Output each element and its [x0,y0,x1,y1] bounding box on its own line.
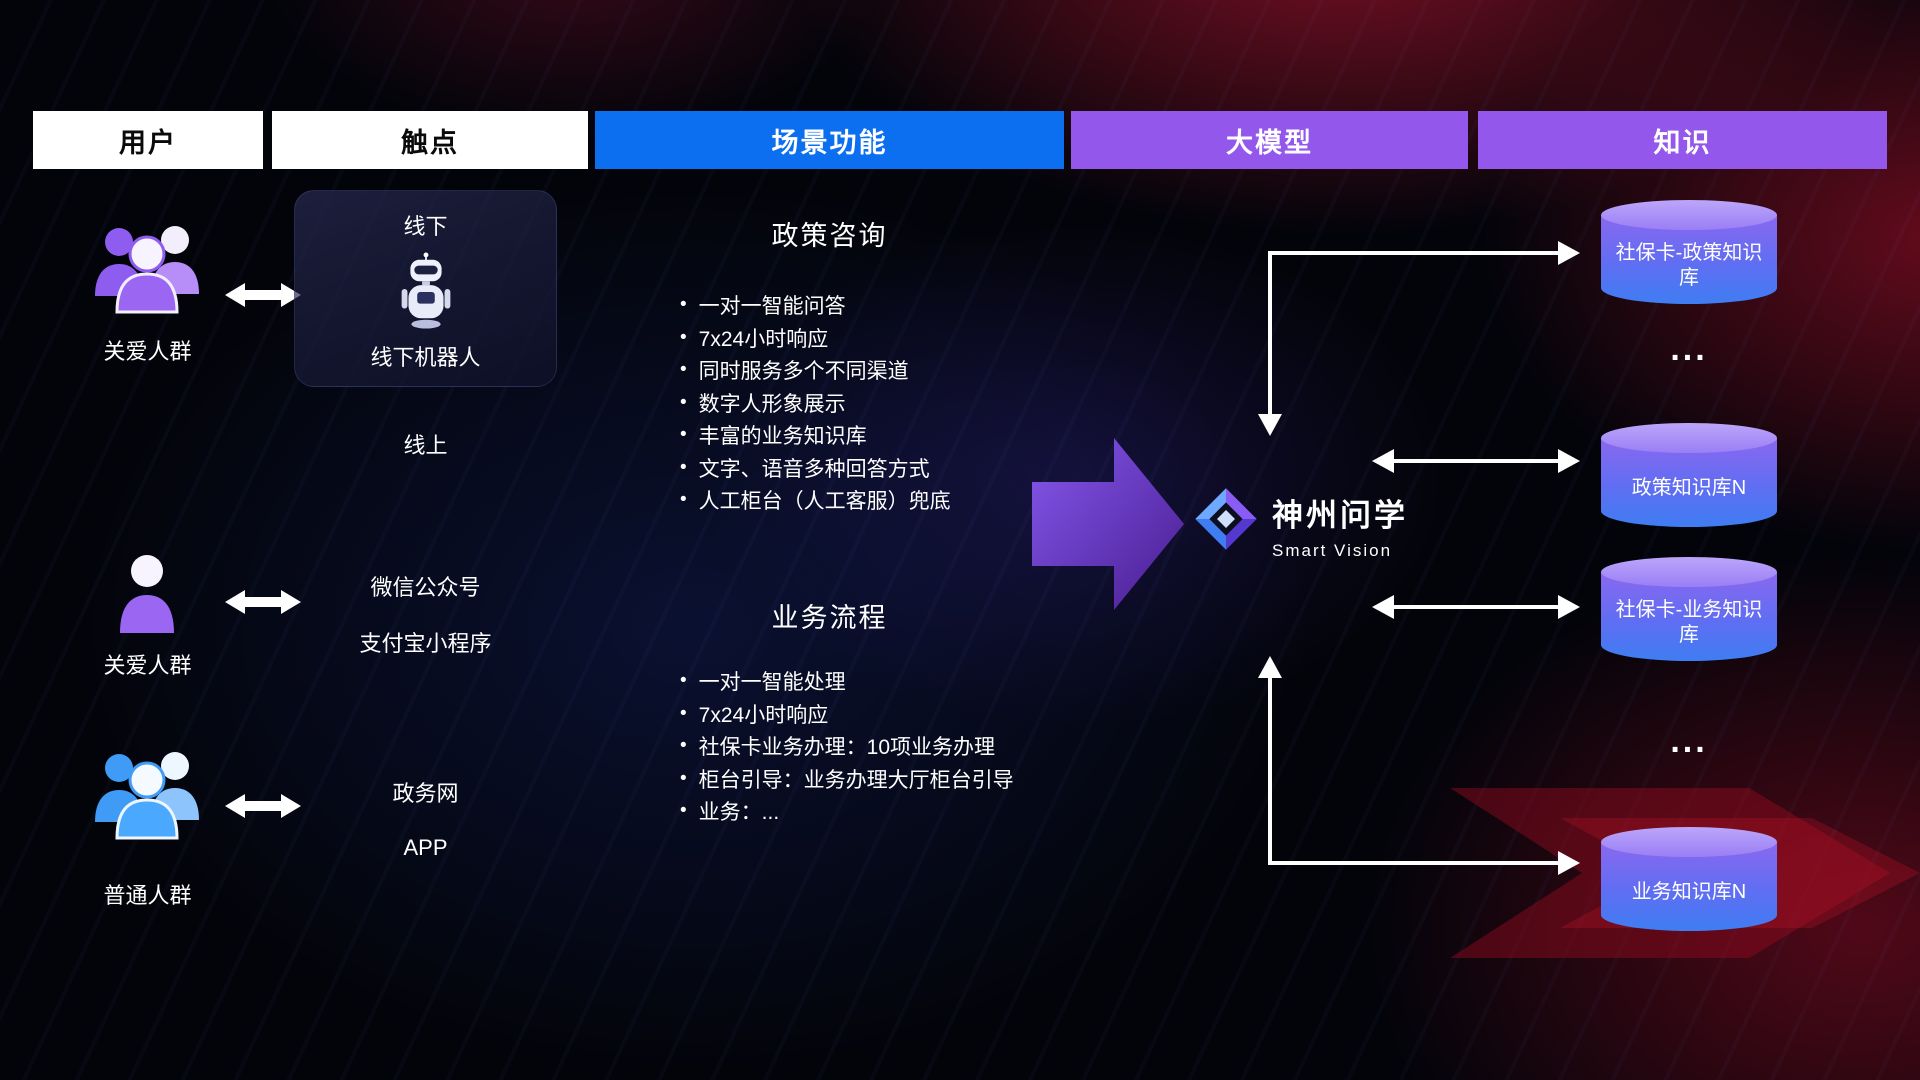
header-touchpoints: 触点 [272,111,588,169]
offline-touchpoint-card: 线下 线下机器人 [294,190,557,387]
double-arrow-icon [225,794,301,818]
db-label: 业务知识库N [1631,881,1747,903]
group-blue-icon [95,752,199,840]
online-label: 线上 [403,433,448,458]
feature-item: 社保卡业务办理：10项业务办理 [680,730,1014,763]
db-label: 政策知识库N [1631,477,1747,499]
cylinder-top [1601,557,1777,587]
business-feature-list: 一对一智能处理 7x24小时响应 社保卡业务办理：10项业务办理 柜台引导：业务… [680,665,1014,828]
header-large-model: 大模型 [1071,111,1468,169]
db-label: 社保卡-政策知识库 [1615,241,1763,289]
feature-item: 数字人形象展示 [680,387,951,420]
header-knowledge: 知识 [1478,111,1887,169]
double-arrow-icon [225,590,301,614]
channel-wechat: 微信公众号 [370,575,481,600]
offline-robot-label: 线下机器人 [370,345,481,370]
knowledge-db-business-ssc: 社保卡-业务知识库 [1601,557,1777,661]
knowledge-db-business-n: 业务知识库N [1601,827,1777,931]
flow-arrow-icon [1032,438,1184,610]
cylinder-top [1601,200,1777,230]
user-label: 关爱人群 [103,339,192,364]
feature-item: 7x24小时响应 [680,698,1014,731]
offline-label: 线下 [403,214,448,239]
feature-item: 人工柜台（人工客服）兜底 [680,484,951,517]
knowledge-db-policy-n: 政策知识库N [1601,423,1777,527]
header-scenario-functions: 场景功能 [595,111,1064,169]
user-label: 关爱人群 [103,653,192,678]
cylinder-top [1601,423,1777,453]
feature-item: 7x24小时响应 [680,322,951,355]
feature-item: 文字、语音多种回答方式 [680,452,951,485]
cylinder-top [1601,827,1777,857]
user-label: 普通人群 [103,883,192,908]
ellipsis-more-policy: ... [1670,330,1708,368]
robot-icon [401,251,450,329]
channel-alipay: 支付宝小程序 [359,631,492,656]
brand-subtitle: Smart Vision [1272,541,1393,560]
business-section-title: 业务流程 [771,603,888,633]
brand-block: 神州问学 Smart Vision [1272,490,1408,561]
header-users: 用户 [33,111,263,169]
group-purple-icon [95,226,199,314]
feature-item: 业务：... [680,795,1014,828]
person-purple-icon [120,555,174,633]
knowledge-db-policy-ssc: 社保卡-政策知识库 [1601,200,1777,304]
brand-diamond-icon [1195,488,1257,550]
channel-gov-web: 政务网 [392,781,459,806]
feature-item: 一对一智能问答 [680,289,951,322]
feature-item: 同时服务多个不同渠道 [680,354,951,387]
policy-section-title: 政策咨询 [771,221,888,251]
feature-item: 一对一智能处理 [680,665,1014,698]
channel-app: APP [403,835,448,860]
ellipsis-more-business: ... [1670,722,1708,760]
double-arrow-icon [225,283,301,307]
db-label: 社保卡-业务知识库 [1615,598,1763,646]
feature-item: 丰富的业务知识库 [680,419,951,452]
policy-feature-list: 一对一智能问答 7x24小时响应 同时服务多个不同渠道 数字人形象展示 丰富的业… [680,289,951,517]
feature-item: 柜台引导：业务办理大厅柜台引导 [680,763,1014,796]
brand-name: 神州问学 [1272,498,1408,533]
